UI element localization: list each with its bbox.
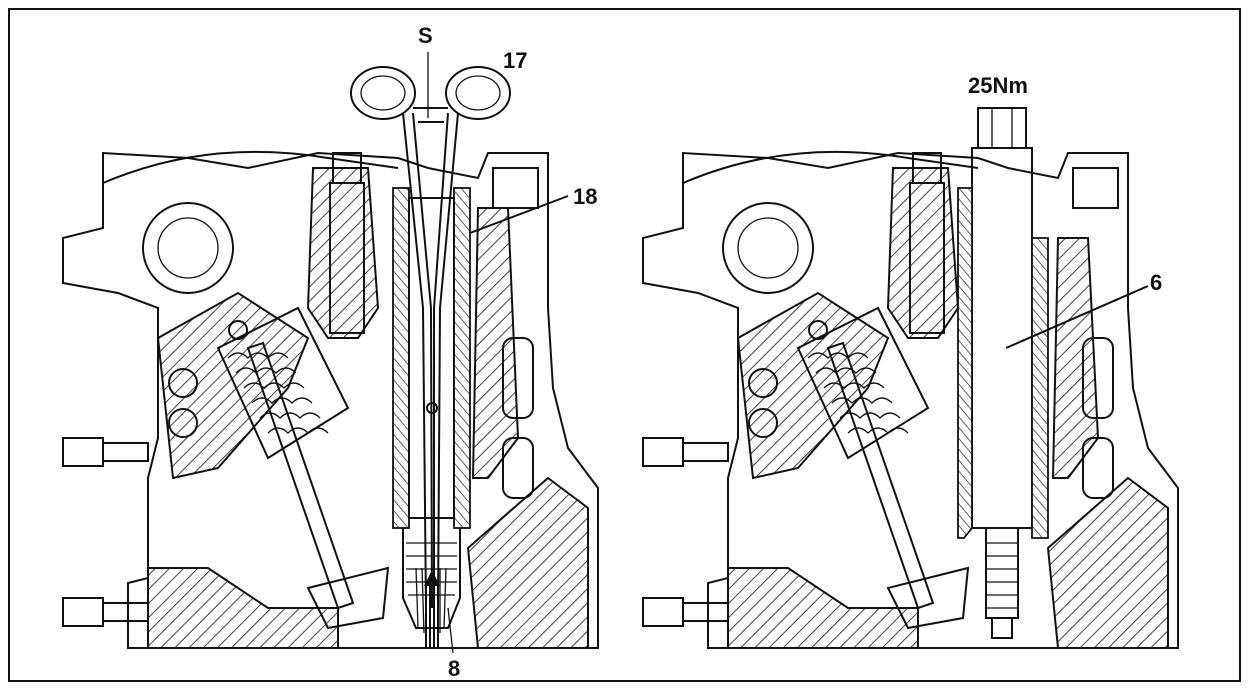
right-camshaft <box>722 202 814 294</box>
label-torque: 25Nm <box>968 73 1028 98</box>
left-casting-section <box>156 291 310 480</box>
upward-force-arrow <box>424 570 440 648</box>
right-head-outline <box>642 151 1179 649</box>
left-head-outline <box>62 151 599 649</box>
label-18: 18 <box>573 184 597 209</box>
label-8: 8 <box>448 656 460 681</box>
cylinder-head-diagram: S 17 18 8 <box>8 8 1241 682</box>
left-stud-lower <box>62 597 149 627</box>
sealing-tool-6 <box>957 107 1049 639</box>
pliers-left-ring <box>350 66 416 120</box>
label-17: 17 <box>503 48 527 73</box>
right-stud-lower <box>642 597 729 627</box>
label-6: 6 <box>1150 270 1162 295</box>
left-view: S 17 18 8 <box>62 23 599 681</box>
left-valve-stem <box>246 341 355 610</box>
right-view: 25Nm 6 <box>642 73 1179 649</box>
right-casting-section <box>736 291 890 480</box>
leader-6 <box>1005 285 1149 349</box>
left-camshaft <box>142 202 234 294</box>
left-stud-upper <box>62 437 149 467</box>
diagram-frame: S 17 18 8 <box>8 8 1241 682</box>
pliers-tool <box>350 66 511 634</box>
leader-18 <box>469 195 569 234</box>
right-valve-stem <box>826 341 935 610</box>
right-stud-upper <box>642 437 729 467</box>
left-injector-sleeve <box>392 187 471 629</box>
pliers-right-ring <box>445 66 511 120</box>
label-s: S <box>418 23 433 48</box>
